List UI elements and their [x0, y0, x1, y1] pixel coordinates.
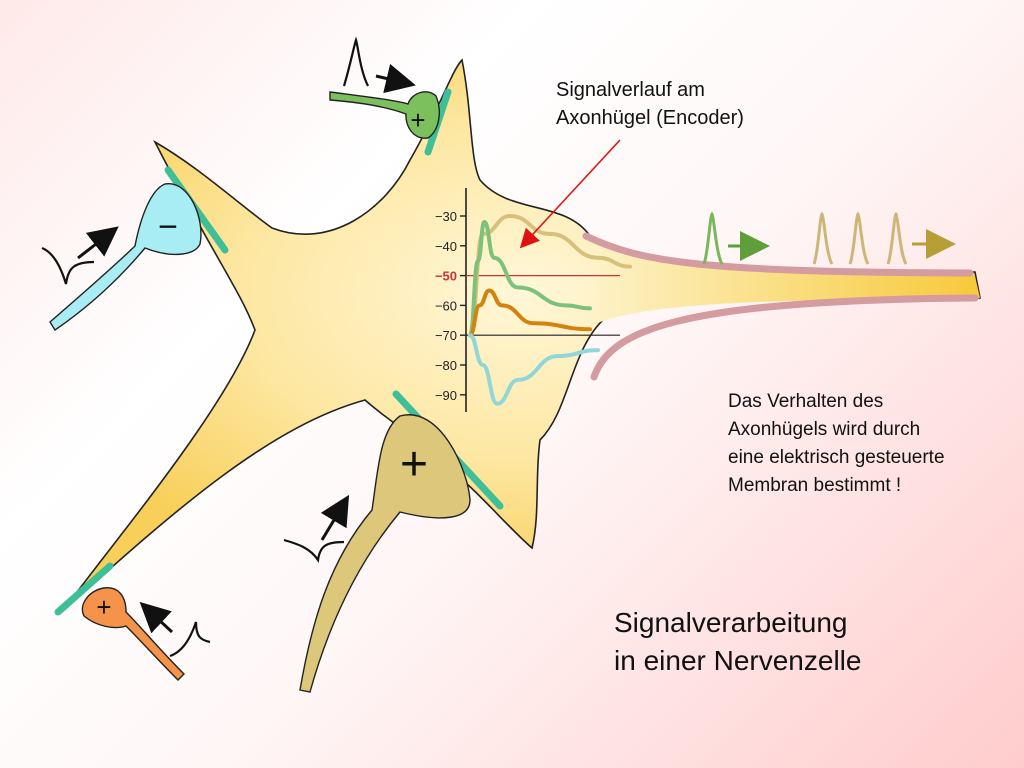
axon-spike [848, 211, 870, 265]
input-spike-icon [342, 36, 369, 87]
synapse-sign-lower-left: + [96, 592, 111, 622]
chart-tick-label: −40 [435, 239, 457, 254]
synapse-left-inhibitory: − [41, 183, 202, 331]
chart-tick-label: −90 [435, 388, 457, 403]
input-spike-icon [283, 538, 345, 564]
encoder-annotation: Signalverlauf am Axonhügel (Encoder) [556, 76, 744, 132]
axon-sheath-top [582, 232, 974, 277]
slide-title: Signalverarbeitung in einer Nervenzelle [614, 604, 861, 680]
synapse-bottom-excitatory: + [283, 414, 471, 693]
synapse-sign-left: − [158, 208, 178, 246]
arrow-icon [77, 226, 119, 260]
neuron-soma [61, 58, 981, 613]
synapse-sign-bottom: + [400, 438, 428, 491]
chart-tick-label: −80 [435, 358, 457, 373]
membrane-annotation-line-2: Axonhügels wird durch [728, 419, 921, 440]
chart-series-2 [468, 288, 592, 338]
synapse-top-excitatory: + [329, 36, 440, 139]
chart-tick-label: −70 [435, 328, 457, 343]
arrow-icon [139, 601, 174, 634]
encoder-annotation-line-1: Signalverlauf am [556, 79, 705, 101]
axon [600, 245, 980, 322]
synapse-lower-left-excitatory: + [81, 587, 211, 681]
arrow-icon [375, 63, 416, 94]
output-spikes [702, 211, 908, 265]
axon-spike [886, 211, 908, 265]
chart-series-1 [468, 219, 592, 338]
chart-tick-label: −30 [435, 209, 457, 224]
encoder-pointer-arrow [519, 139, 621, 249]
axon-spike [702, 211, 724, 265]
chart-tick-label: −60 [435, 298, 457, 313]
membrane-annotation-line-1: Das Verhalten des [728, 391, 884, 412]
membrane-annotation-line-4: Membran bestimmt ! [728, 475, 902, 496]
slide-title-line-2: in einer Nervenzelle [614, 645, 862, 676]
encoder-annotation-line-2: Axonhügel (Encoder) [556, 107, 744, 129]
chart-series-3 [468, 333, 600, 406]
input-spike-icon [41, 246, 95, 285]
membrane-annotation-line-3: eine elektrisch gesteuerte [728, 447, 945, 468]
synaptic-contact-lower-left [54, 562, 114, 616]
membrane-potential-chart: −30 −40 −50 −60 −70 −80 −90 [435, 188, 632, 412]
input-spike-icon [169, 621, 211, 658]
arrow-icon [320, 494, 350, 541]
synapse-sign-top: + [410, 105, 425, 135]
slide-title-line-1: Signalverarbeitung [614, 607, 848, 638]
axon-sheath-bottom [590, 294, 979, 381]
membrane-annotation: Das Verhalten des Axonhügels wird durch … [728, 388, 945, 500]
chart-tick-label: −50 [435, 269, 457, 284]
axon-spike [812, 211, 834, 265]
